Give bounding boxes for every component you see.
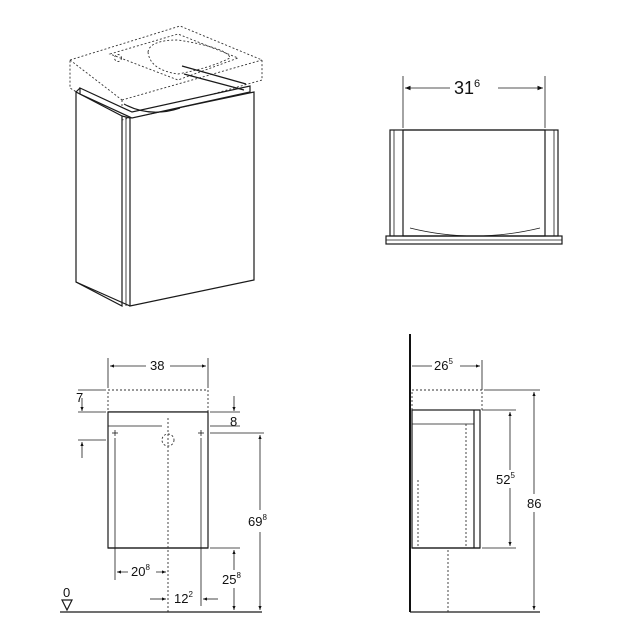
front-height-label: 698 [248,513,267,529]
side-cabinet-height-label: 525 [496,471,515,487]
top-width-label: 316 [454,78,480,98]
top-view: 316 [385,76,563,245]
drain-offset-label: 122 [174,590,193,606]
front-width-label: 38 [150,358,164,373]
floor-level-label: 0 [63,585,70,600]
drain-x-label: 208 [131,563,150,579]
bottom-height-label: 258 [222,571,241,587]
side-view: 265 525 86 [409,334,550,613]
isometric-view [69,25,263,307]
iso-cabinet [75,65,255,307]
basin-top-label: 7 [76,390,83,405]
basin-gap-label: 8 [230,414,237,429]
side-total-height-label: 86 [527,496,541,511]
front-view: 0 38 7 8 698 208 258 [60,357,274,613]
side-depth-label: 265 [434,357,453,373]
